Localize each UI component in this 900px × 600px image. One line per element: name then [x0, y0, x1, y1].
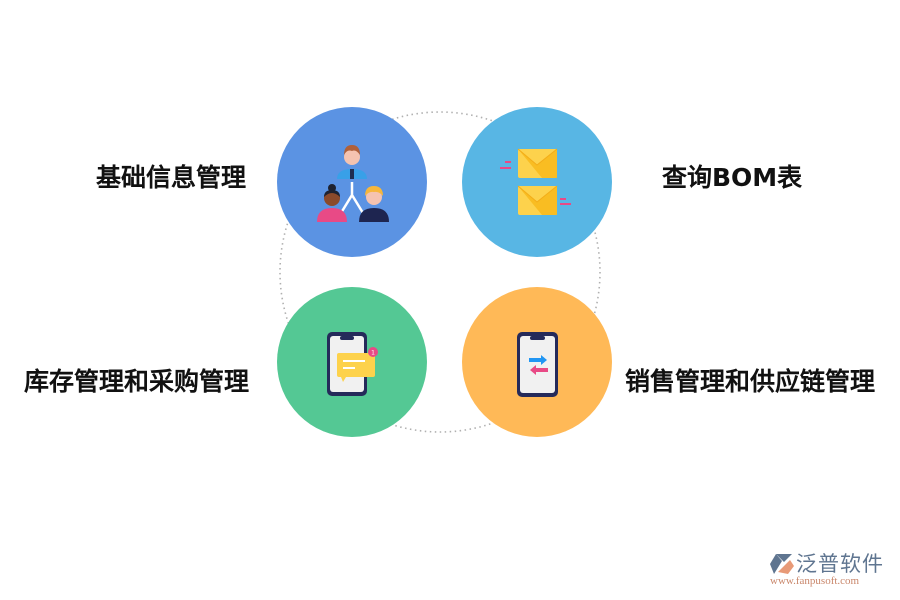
envelopes-icon	[500, 148, 571, 215]
node-bom-query[interactable]	[462, 107, 612, 257]
node-basic-info[interactable]	[277, 107, 427, 257]
label-basic-info: 基础信息管理	[96, 163, 247, 192]
logo-url: www.fanpusoft.com	[770, 575, 860, 587]
label-inventory-purchase: 库存管理和采购管理	[24, 367, 250, 396]
team-hierarchy-icon	[317, 145, 389, 222]
phone-message-icon: 1	[327, 332, 378, 396]
logo-name: 泛普软件	[796, 552, 884, 576]
logo-mark-icon	[770, 554, 794, 574]
label-bom-query: 查询BOM表	[662, 163, 803, 192]
node-sales-supply[interactable]	[462, 287, 612, 437]
label-sales-supply: 销售管理和供应链管理	[625, 367, 876, 396]
phone-transfer-icon	[517, 332, 558, 397]
node-inventory-purchase[interactable]: 1	[277, 287, 427, 437]
fanpu-logo: 泛普软件 www.fanpusoft.com	[768, 552, 898, 592]
svg-text:1: 1	[371, 350, 375, 357]
